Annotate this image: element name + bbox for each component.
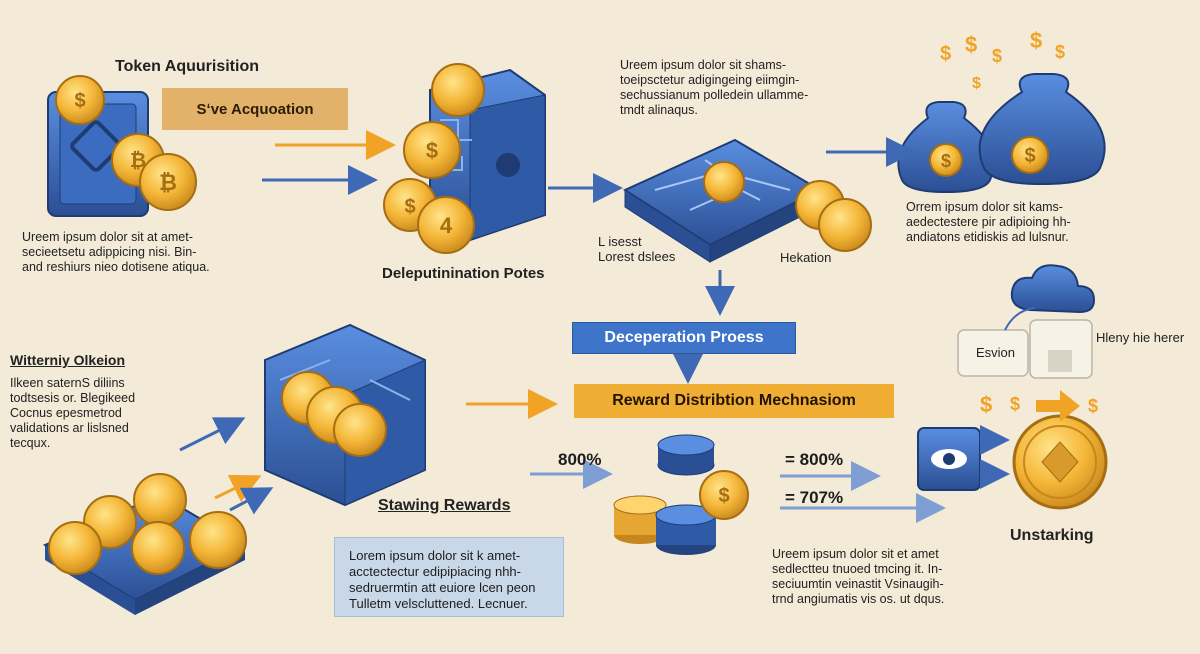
svg-text:$: $ (940, 43, 951, 65)
processing-left-label: L isesst Lorest dslees (598, 234, 676, 264)
staking-rewards-title: Stawing Rewards (378, 497, 511, 514)
eye-icon (917, 427, 981, 491)
screen-label: Esvion (976, 345, 1016, 360)
reward-distribution-label: Reward Distribtion Mechnasiom (574, 384, 894, 418)
unstaking-description: Ureem ipsum dolor sit et amet sedlectteu… (772, 547, 945, 606)
coin-icon: $ $ 4 (383, 63, 485, 254)
svg-text:$: $ (965, 32, 977, 57)
svg-text:$: $ (718, 485, 729, 507)
processing-description: Ureem ipsum dolor sit shams- toeipsctetu… (620, 58, 809, 117)
dollar-sign-icon: $ $ $ (980, 392, 1098, 417)
coin-icon (795, 180, 872, 252)
svg-text:₿: ₿ (159, 170, 177, 195)
svg-text:$: $ (1024, 145, 1035, 167)
svg-text:$: $ (1055, 42, 1065, 62)
coin-icon (48, 473, 247, 575)
svg-text:$: $ (1030, 28, 1042, 53)
svg-text:$: $ (1010, 394, 1020, 414)
circuit-chip-icon (622, 138, 823, 263)
svg-text:$: $ (74, 90, 85, 112)
svg-text:$: $ (992, 46, 1002, 66)
svg-text:₿: ₿ (130, 150, 146, 172)
money-bags-description: Orrem ipsum dolor sit kams- aedectestere… (906, 200, 1071, 244)
percentage-right-bottom: = 707% (785, 488, 844, 507)
svg-text:$: $ (426, 138, 438, 163)
validators-description: Ilkeen saternS diliins todtsesis or. Ble… (10, 376, 136, 450)
coin-icon (281, 371, 387, 457)
arrow-icon (1036, 390, 1080, 422)
svg-text:$: $ (941, 151, 951, 171)
processing-right-label: Hekation (780, 250, 832, 265)
unstaking-title: Unstarking (1010, 527, 1094, 544)
percentage-left: 800% (558, 450, 602, 469)
validators-title: Witterniy Olkeion (10, 352, 126, 368)
token-stack-icon: $ (613, 434, 749, 555)
percentage-right-top: = 800% (785, 450, 844, 469)
delegation-label: Deleputinination Potes (382, 265, 545, 282)
coin-icon: $ ₿ ₿ (55, 75, 197, 211)
coin-icon (1012, 414, 1108, 510)
svg-text:$: $ (972, 75, 981, 92)
svg-text:4: 4 (440, 213, 453, 238)
unstaking-side-label: Hleny hie herer (1096, 330, 1185, 345)
deception-process-label: Deceperation Proess (572, 322, 796, 354)
svg-text:$: $ (980, 392, 992, 417)
token-acquisition-description: Ureem ipsum dolor sit at amet- secieetse… (22, 230, 210, 274)
cloud-icon (1010, 264, 1096, 314)
screen-icon (957, 319, 1093, 379)
connector-arrows (179, 130, 1036, 523)
svg-text:$: $ (1088, 396, 1098, 416)
token-acquisition-title: Token Aquurisition (115, 58, 259, 75)
money-bag-icon: $ $ (897, 73, 1106, 194)
staking-rewards-note: Lorem ipsum dolor sit k amet- acctectect… (334, 537, 564, 617)
acquisition-tag: Sʻve Acquoation (162, 88, 348, 130)
svg-text:$: $ (404, 196, 415, 218)
dollar-sign-icon: $ $ $ $ $ $ (940, 28, 1065, 92)
